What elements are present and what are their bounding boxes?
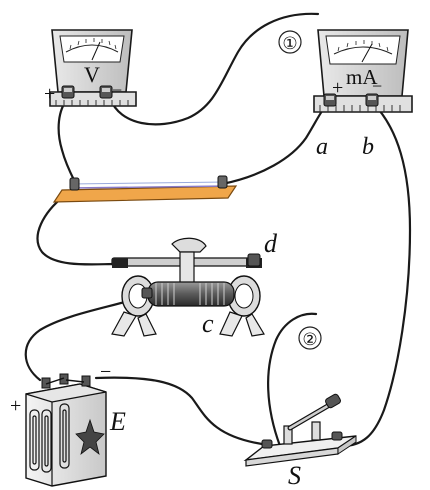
wire-battery-minus[interactable] xyxy=(94,376,264,446)
milliammeter-minus-sign: − xyxy=(372,76,382,96)
wire-marker-1: ① xyxy=(278,30,302,54)
wire-to-milliammeter-a[interactable] xyxy=(220,100,332,186)
terminal-label-b: b xyxy=(362,134,374,160)
wire-2[interactable] xyxy=(267,312,318,448)
wire-marker-2: ② xyxy=(298,326,322,350)
voltmeter-plus-sign: + xyxy=(44,83,55,105)
battery-plus-sign: + xyxy=(10,395,21,417)
milliammeter-plus-sign: + xyxy=(332,77,343,99)
voltmeter-minus-terminal[interactable] xyxy=(99,85,113,99)
resistance-wire-board[interactable] xyxy=(52,175,238,203)
rheostat-label-c: c xyxy=(202,309,214,338)
voltmeter-symbol: V xyxy=(84,62,100,87)
wire-rheostat-c[interactable] xyxy=(24,292,152,382)
board-right-terminal[interactable] xyxy=(217,175,228,189)
milliammeter[interactable]: mA + − a b xyxy=(313,29,413,160)
battery-warning-icon xyxy=(75,418,105,456)
battery[interactable]: + − E xyxy=(10,361,126,487)
wire-to-rheostat[interactable] xyxy=(36,194,118,266)
wire-voltmeter-plus[interactable] xyxy=(57,96,78,186)
rheostat-terminal-c[interactable] xyxy=(141,287,153,299)
resistance-wire[interactable] xyxy=(69,185,227,189)
milliammeter-terminal-b[interactable] xyxy=(365,93,379,107)
rheostat-coil xyxy=(147,281,235,307)
wire-milliammeter-b[interactable] xyxy=(340,100,412,448)
voltmeter[interactable]: V + − xyxy=(44,29,137,107)
milliammeter-terminal-a[interactable] xyxy=(323,93,337,107)
voltmeter-plus-terminal[interactable] xyxy=(61,85,75,99)
voltmeter-minus-sign: − xyxy=(112,80,122,100)
terminal-label-a: a xyxy=(316,134,328,160)
wire-1[interactable] xyxy=(108,12,320,126)
wire-marker-2-text: ② xyxy=(302,330,317,349)
board-left-terminal[interactable] xyxy=(69,177,80,191)
milliammeter-symbol: mA xyxy=(346,65,378,89)
battery-terminals[interactable] xyxy=(41,373,91,389)
switch-label-s: S xyxy=(288,461,301,490)
wire-marker-1-text: ① xyxy=(282,34,297,53)
battery-minus-sign: − xyxy=(100,361,111,383)
switch-left-terminal[interactable] xyxy=(261,439,273,449)
switch[interactable]: S xyxy=(243,393,357,490)
rheostat-terminal-d[interactable] xyxy=(247,253,261,267)
rheostat-label-d: d xyxy=(264,229,278,258)
wires xyxy=(24,12,412,448)
battery-label-e: E xyxy=(109,407,126,436)
rheostat[interactable]: d c xyxy=(111,229,278,338)
switch-right-terminal[interactable] xyxy=(331,431,343,441)
